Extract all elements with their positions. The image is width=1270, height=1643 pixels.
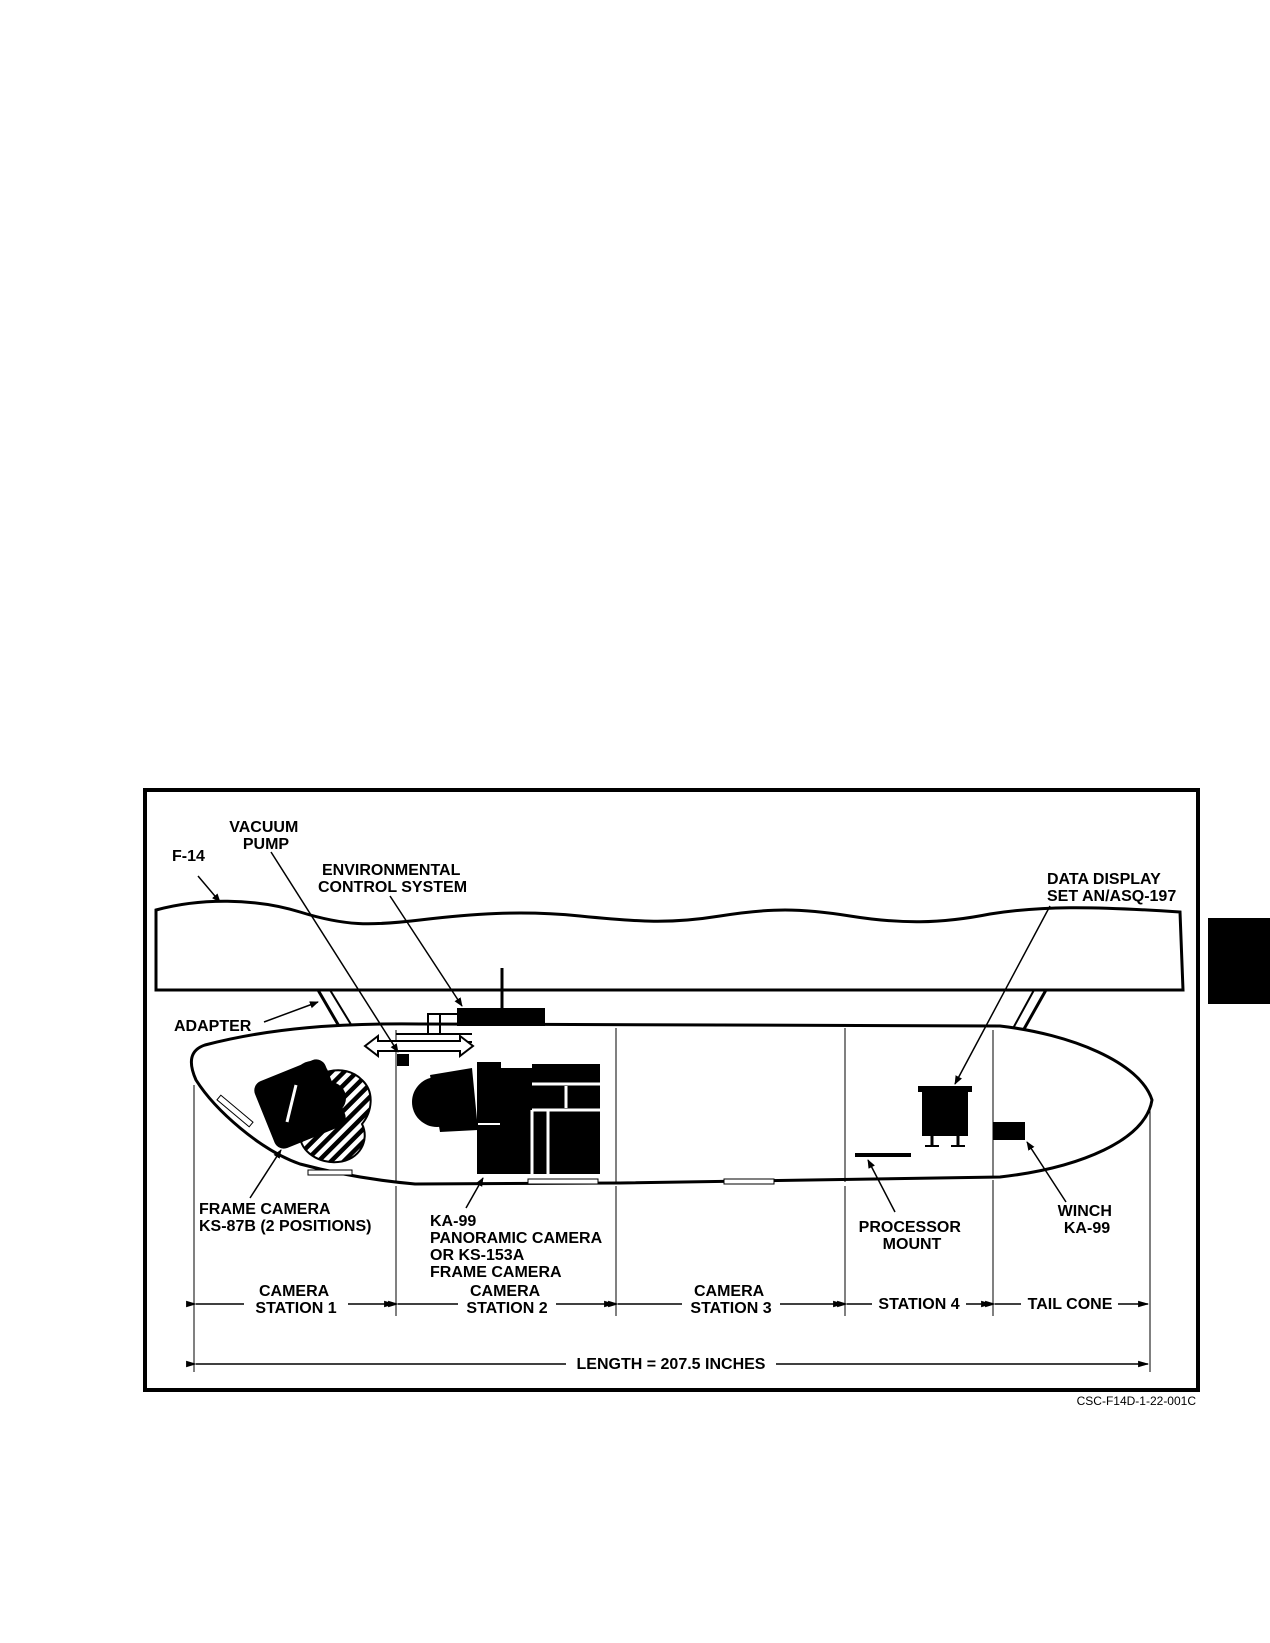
label-ecs: ENVIRONMENTAL CONTROL SYSTEM <box>318 862 467 896</box>
label-camera-station-1: CAMERA STATION 1 <box>255 1283 336 1317</box>
winch-ka99 <box>993 1122 1025 1140</box>
f14-fuselage <box>154 899 1185 992</box>
label-tail-cone: TAIL CONE <box>1028 1296 1113 1313</box>
window-2 <box>307 1169 353 1176</box>
label-processor-mount: PROCESSOR MOUNT <box>859 1219 966 1253</box>
ecs-duct <box>396 1013 472 1043</box>
leader-adapter <box>263 1001 319 1023</box>
label-adapter: ADAPTER <box>174 1018 252 1035</box>
vacuum-pump <box>397 1054 409 1066</box>
label-f14: F-14 <box>172 848 205 865</box>
window-1 <box>216 1094 254 1128</box>
label-winch: WINCH KA-99 <box>1058 1203 1117 1237</box>
leader-data-display <box>954 905 1051 1085</box>
recon-pod-body <box>189 1022 1154 1186</box>
leader-f14 <box>197 875 221 903</box>
leader-winch <box>1026 1141 1067 1203</box>
window-4 <box>723 1178 775 1185</box>
dimension-extension-lines <box>193 1085 1151 1372</box>
frame-camera-ks87b <box>254 1059 346 1149</box>
leader-processor <box>867 1159 896 1213</box>
window-3 <box>527 1178 599 1185</box>
label-vacuum-pump: VACUUM PUMP <box>229 819 302 853</box>
leader-frame-camera <box>249 1149 282 1199</box>
label-data-display: DATA DISPLAY SET AN/ASQ-197 <box>1047 871 1176 905</box>
diagram-frame <box>143 788 1200 1392</box>
label-station-4: STATION 4 <box>878 1296 959 1313</box>
leader-ecs <box>389 895 463 1007</box>
data-display-set <box>918 1086 972 1147</box>
section-thumb-tab <box>1208 918 1270 1004</box>
label-ka99: KA-99 PANORAMIC CAMERA OR KS-153A FRAME … <box>430 1213 606 1281</box>
ka99-panoramic-camera <box>412 1062 600 1174</box>
ecs-unit <box>457 1008 545 1026</box>
processor-mount <box>855 1153 911 1157</box>
leader-ka99 <box>465 1177 484 1209</box>
figure-id: CSC-F14D-1-22-001C <box>1077 1394 1197 1408</box>
label-length: LENGTH = 207.5 INCHES <box>577 1356 766 1373</box>
label-camera-station-2: CAMERA STATION 2 <box>466 1283 547 1317</box>
label-frame-camera: FRAME CAMERA KS-87B (2 POSITIONS) <box>199 1201 371 1235</box>
leader-vacuum-pump <box>270 851 399 1053</box>
label-camera-station-3: CAMERA STATION 3 <box>690 1283 771 1317</box>
